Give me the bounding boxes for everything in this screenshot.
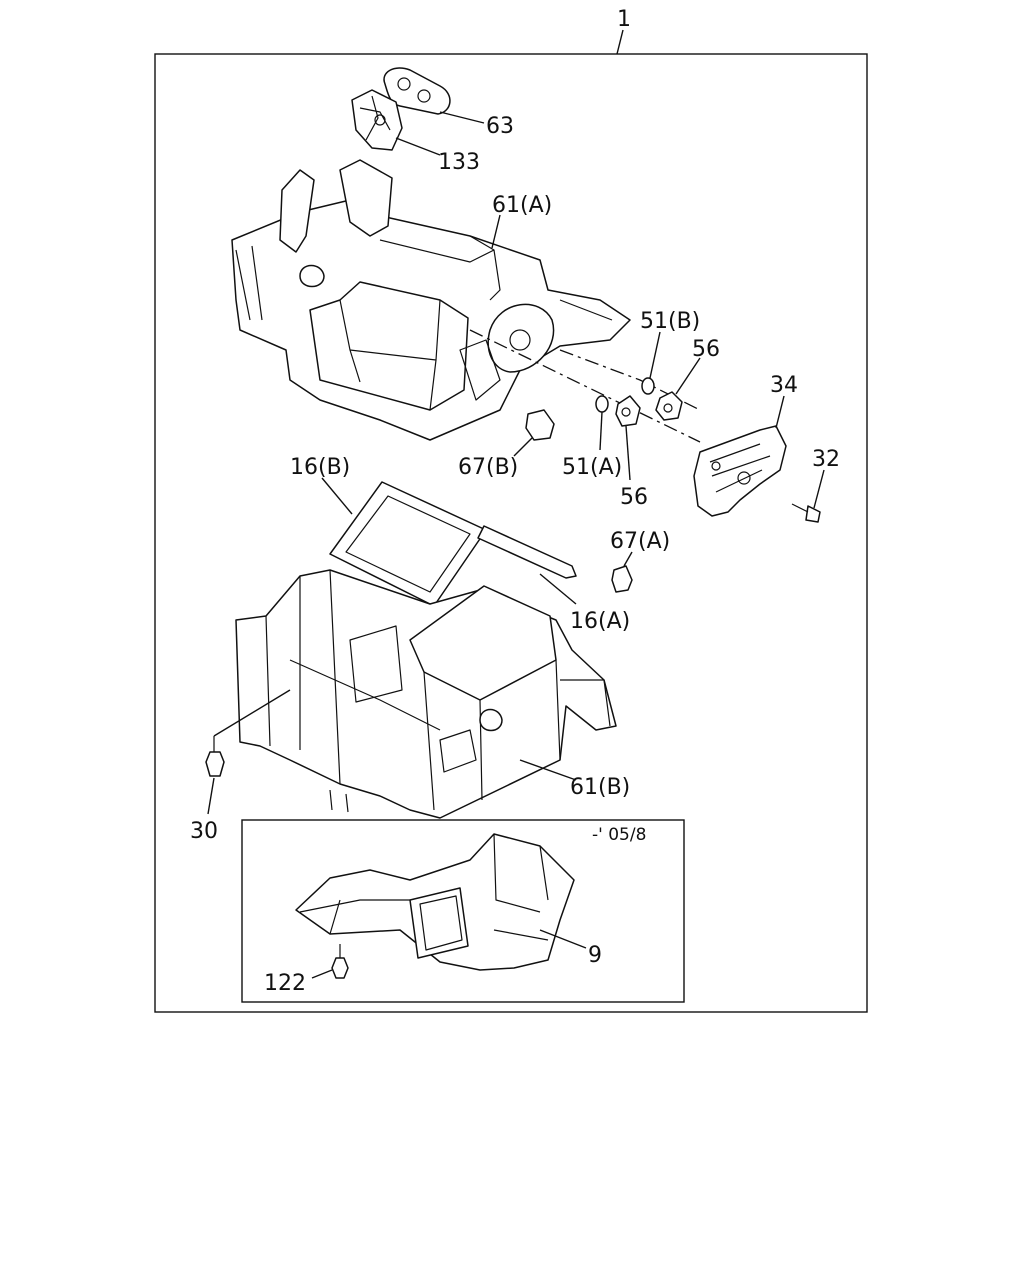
callout-34: 34: [770, 373, 798, 398]
part-9-duct: [295, 833, 575, 971]
leader-34: [775, 395, 785, 429]
leader-133: [395, 137, 441, 156]
callout-32: 32: [812, 447, 840, 472]
part-122-screw: [331, 944, 349, 979]
leader-56-lower: [625, 425, 631, 481]
leader-61b: [519, 759, 577, 781]
leader-51a: [599, 411, 603, 451]
leader-67b: [513, 437, 533, 457]
callout-67a: 67(A): [610, 529, 670, 554]
leader-30: [207, 777, 215, 815]
callout-51a: 51(A): [562, 455, 622, 480]
callout-56-upper: 56: [692, 337, 720, 362]
part-61b-lower-case: [235, 569, 617, 819]
part-56-upper-lever: [655, 391, 683, 421]
inset-frame: [241, 819, 685, 1003]
leader-56-upper: [675, 357, 701, 395]
part-56-lower-lever: [615, 395, 641, 427]
part-67b-clip: [525, 409, 555, 441]
leader-51b: [649, 331, 661, 379]
part-30-screw: [205, 689, 291, 777]
callout-67b: 67(B): [458, 455, 518, 480]
leader-16a: [539, 573, 577, 605]
inset-date-label: -' 05/8: [592, 825, 646, 845]
callout-16b: 16(B): [290, 455, 350, 480]
leader-9: [539, 929, 587, 949]
callout-56-lower: 56: [620, 485, 648, 510]
leader-32: [813, 469, 825, 509]
leader-61a: [491, 214, 501, 249]
callout-122: 122: [264, 971, 306, 996]
assembly-label: 1: [617, 7, 631, 32]
assembly-leader: [616, 29, 624, 55]
part-67a-clip: [611, 565, 633, 593]
leader-67a: [623, 551, 633, 567]
leader-122: [311, 969, 333, 979]
callout-51b: 51(B): [640, 309, 700, 334]
part-51b-ring: [641, 377, 655, 395]
callout-61b: 61(B): [570, 775, 630, 800]
part-32-screw: [791, 503, 821, 523]
part-16a-seal-strip: [477, 525, 577, 579]
part-34-actuator: [693, 425, 787, 517]
callout-16a: 16(A): [570, 609, 630, 634]
assembly-frame: [154, 53, 868, 1013]
callout-61a: 61(A): [492, 193, 552, 218]
leader-63: [439, 111, 485, 124]
leader-16b: [321, 477, 353, 515]
part-61a-upper-case: [231, 159, 631, 441]
part-51a-ring: [595, 395, 609, 413]
callout-30: 30: [190, 819, 218, 844]
callout-133: 133: [438, 150, 480, 175]
callout-63: 63: [486, 114, 514, 139]
assembly-axis-line-2: [559, 349, 701, 411]
callout-9: 9: [588, 943, 602, 968]
